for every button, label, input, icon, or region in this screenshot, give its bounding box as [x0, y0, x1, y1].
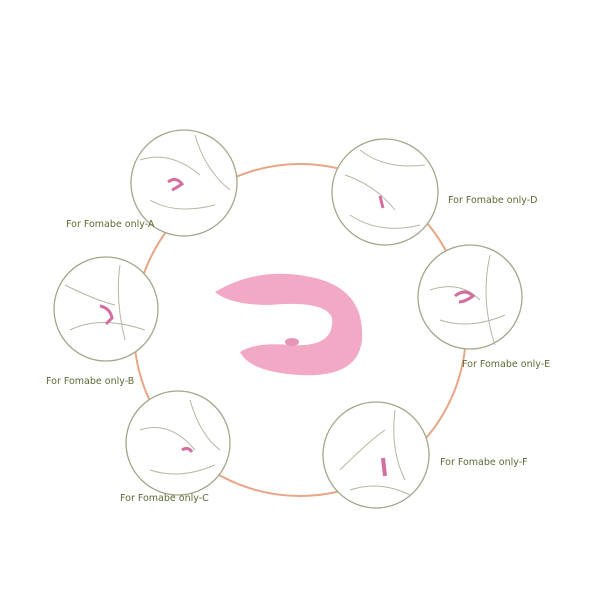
position-illustration-d: [331, 138, 439, 246]
label-position-f: For Fomabe only-F: [440, 457, 528, 468]
product-device: [215, 273, 363, 376]
position-illustration-f: [322, 401, 430, 509]
position-illustration-a: [130, 129, 238, 237]
position-illustration-e: [417, 244, 523, 350]
label-position-e: For Fomabe only-E: [462, 359, 551, 370]
position-illustration-b: [53, 256, 159, 362]
label-position-b: For Fomabe only-B: [46, 376, 135, 387]
label-position-c: For Fomabe only-C: [120, 493, 209, 504]
position-illustration-c: [125, 390, 231, 496]
label-position-a: For Fomabe only-A: [66, 219, 155, 230]
label-position-d: For Fomabe only-D: [448, 195, 538, 206]
